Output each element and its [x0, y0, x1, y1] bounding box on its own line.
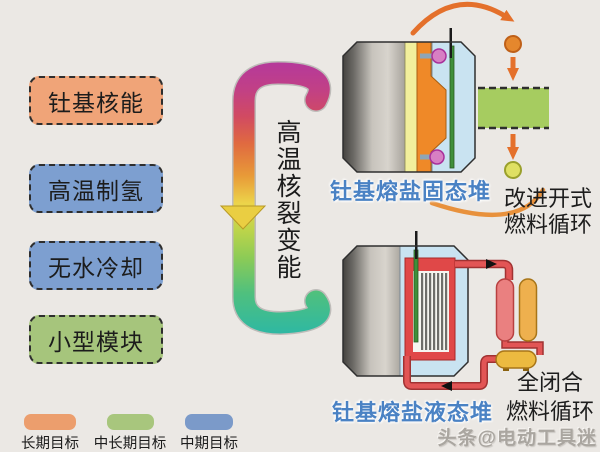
rod-stem-top — [420, 53, 435, 59]
goal-label: 无水冷却 — [48, 255, 144, 281]
legend-item-long-term: 长期目标 — [8, 414, 92, 452]
liquid-reactor-label: 钍基熔盐液态堆 — [332, 400, 494, 425]
gradient-c-arrow-body — [233, 62, 330, 334]
goal-box-thorium-energy: 钍基核能 — [29, 76, 163, 125]
down-arrowhead-icon — [219, 205, 267, 230]
processing-box — [478, 88, 549, 128]
exchanger-link-pipe — [502, 341, 543, 355]
heat-exchanger-primary — [495, 278, 515, 342]
legend-item-mid-term: 中期目标 — [167, 414, 251, 452]
goal-box-waterless-cooling: 无水冷却 — [29, 241, 163, 290]
cycle-arc-return — [429, 187, 546, 218]
fuel-channel-bars — [421, 273, 448, 350]
goal-label: 小型模块 — [48, 329, 144, 355]
flow-arrow-right-icon — [486, 259, 497, 269]
control-ball-bottom-icon — [429, 149, 445, 165]
green-control-rod — [449, 45, 455, 169]
watermark-text: 头条@电动工具迷 — [437, 428, 597, 449]
closed-cycle-line2: 燃料循环 — [505, 399, 594, 425]
fuel-node-icon — [504, 35, 522, 53]
hot-leg-pipe — [455, 261, 512, 280]
goal-label: 高温制氢 — [48, 178, 144, 204]
closed-cycle-line1: 全闭合 — [516, 370, 583, 395]
control-ball-top-icon — [431, 48, 447, 64]
heat-exchanger-secondary — [518, 278, 538, 342]
open-fuel-cycle-loop — [410, 1, 549, 218]
goal-box-hydrogen: 高温制氢 — [29, 164, 163, 213]
legend-item-mid-long-term: 中长期目标 — [88, 414, 172, 452]
green-control-rod — [413, 249, 419, 343]
waste-node-icon — [504, 161, 522, 179]
legend-swatch-green — [106, 414, 154, 430]
cold-leg-pipe — [404, 356, 498, 389]
open-cycle-line2: 燃料循环 — [504, 212, 593, 238]
legend-label: 中期目标 — [180, 436, 238, 452]
cycle-arc-out — [410, 1, 515, 36]
fission-energy-arrow — [219, 60, 332, 336]
reflector-layer — [404, 41, 418, 173]
flow-arrow-left-icon — [441, 381, 452, 391]
legend-label: 长期目标 — [21, 436, 79, 452]
legend-swatch-blue — [185, 414, 233, 430]
rod-shaft — [415, 231, 418, 259]
legend-label: 中长期目标 — [93, 436, 167, 452]
goal-box-small-module: 小型模块 — [29, 315, 163, 364]
open-cycle-line1: 改进开式 — [504, 186, 593, 211]
rod-stem-bottom — [420, 154, 435, 160]
legend-swatch-orange — [24, 414, 76, 430]
fission-energy-caption: 高温核裂变能 — [273, 119, 300, 281]
closed-cycle-note: 全闭合 燃料循环 — [500, 368, 600, 426]
rod-shaft — [449, 28, 452, 58]
goal-label: 钍基核能 — [48, 90, 144, 116]
liquid-reactor-figure — [342, 231, 469, 377]
closed-fuel-cycle-loop — [403, 259, 544, 391]
pump-drum — [495, 350, 537, 369]
open-cycle-note: 改进开式 燃料循环 — [504, 186, 592, 239]
solid-reactor-figure — [342, 28, 476, 173]
solid-reactor-label: 钍基熔盐固态堆 — [330, 179, 492, 204]
